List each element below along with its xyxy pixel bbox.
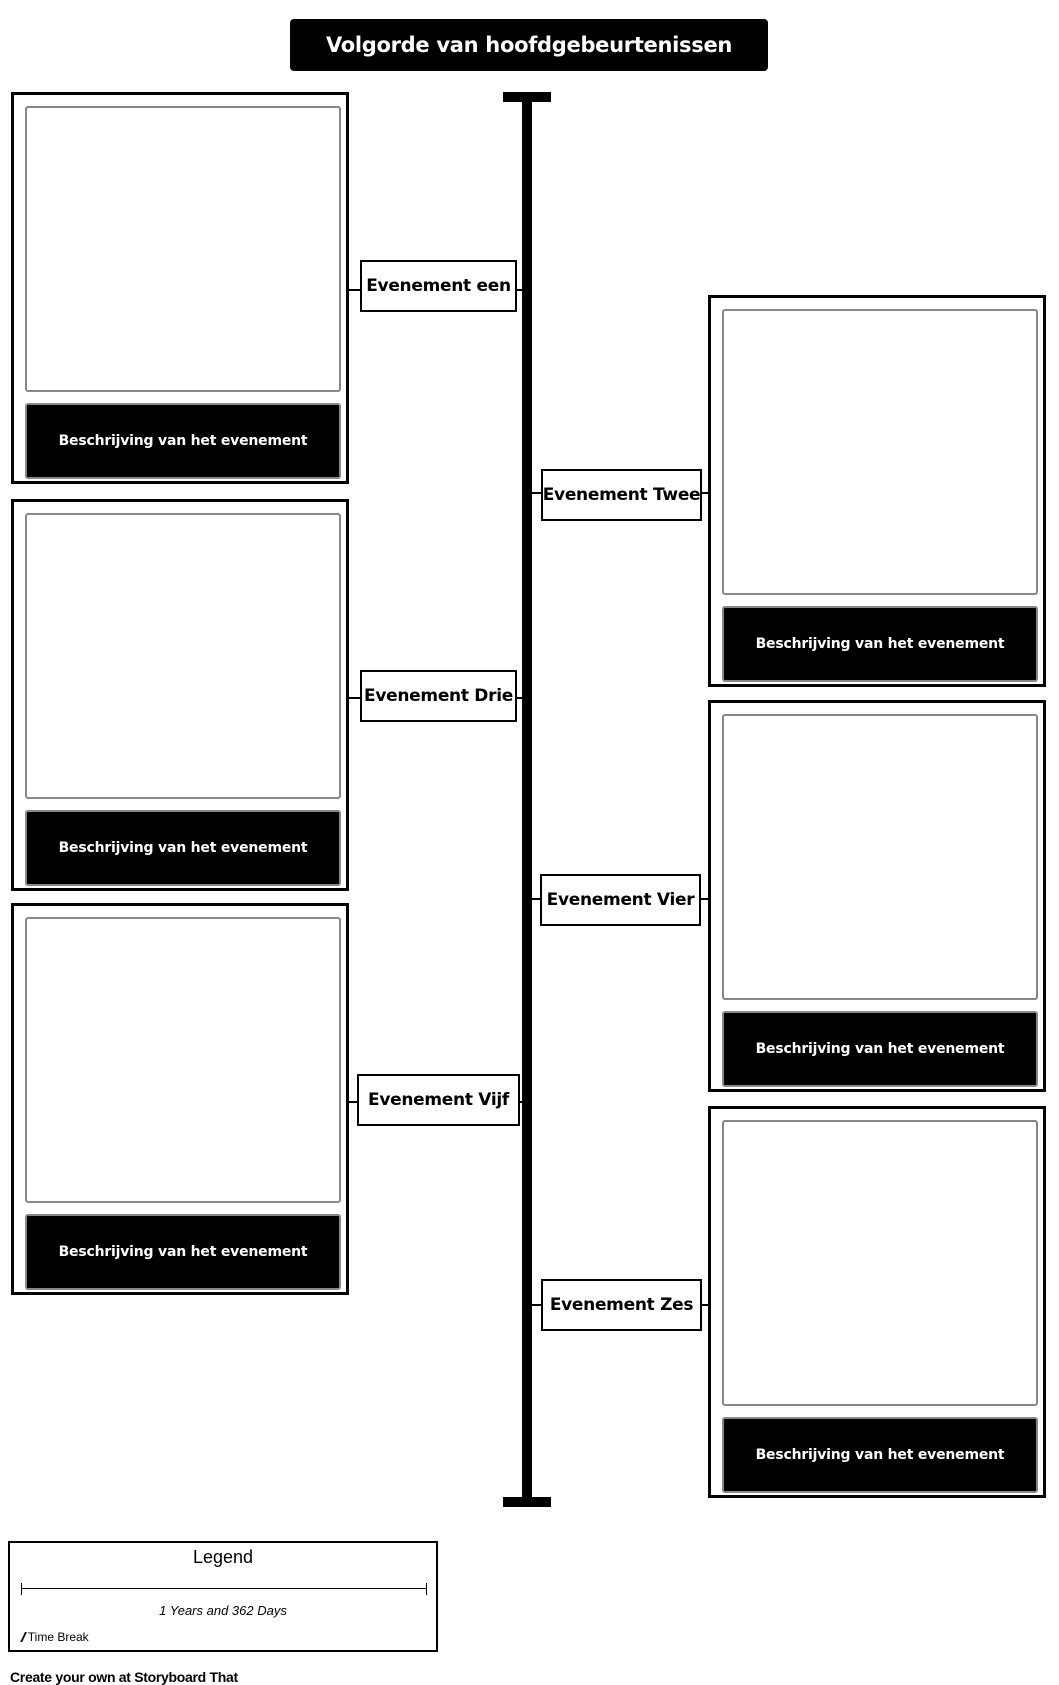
- legend-title: Legend: [192, 1547, 254, 1567]
- event-label-1[interactable]: Evenement een: [360, 260, 517, 312]
- legend: Legend 1 Years and 362 Days // Time Brea…: [8, 1541, 438, 1652]
- event-label-2[interactable]: Evenement Twee: [541, 469, 702, 521]
- event-connector: [518, 1101, 524, 1103]
- event-image-placeholder[interactable]: [722, 714, 1038, 1000]
- event-description[interactable]: Beschrijving van het evenement: [25, 1214, 341, 1290]
- timeline-start-cap: [503, 92, 551, 102]
- timeline-axis: [522, 93, 532, 1505]
- event-connector: [700, 898, 709, 900]
- event-card-4: Beschrijving van het evenement: [708, 700, 1046, 1092]
- event-connector: [531, 492, 543, 494]
- legend-duration: 1 Years and 362 Days: [159, 1603, 287, 1618]
- event-connector: [701, 1304, 709, 1306]
- event-image-placeholder[interactable]: [722, 1120, 1038, 1406]
- event-description[interactable]: Beschrijving van het evenement: [25, 810, 341, 886]
- timeline-end-cap: [503, 1497, 551, 1507]
- event-description[interactable]: Beschrijving van het evenement: [722, 1011, 1038, 1087]
- event-description[interactable]: Beschrijving van het evenement: [722, 606, 1038, 682]
- legend-scale-bar: [21, 1583, 427, 1595]
- event-label-5[interactable]: Evenement Vijf: [357, 1074, 520, 1126]
- page-title: Volgorde van hoofdgebeurtenissen: [290, 19, 768, 71]
- event-connector: [349, 1101, 359, 1103]
- event-card-1: Beschrijving van het evenement: [11, 92, 349, 484]
- event-connector: [516, 697, 524, 699]
- event-label-4[interactable]: Evenement Vier: [540, 874, 701, 926]
- event-label-3[interactable]: Evenement Drie: [360, 670, 517, 722]
- event-image-placeholder[interactable]: [722, 309, 1038, 595]
- event-image-placeholder[interactable]: [25, 513, 341, 799]
- event-description[interactable]: Beschrijving van het evenement: [25, 403, 341, 479]
- event-connector: [516, 289, 524, 291]
- legend-scale-line: [21, 1588, 427, 1589]
- event-image-placeholder[interactable]: [25, 106, 341, 392]
- event-connector: [349, 289, 361, 291]
- event-connector: [531, 1304, 543, 1306]
- event-card-3: Beschrijving van het evenement: [11, 499, 349, 891]
- event-connector: [701, 492, 709, 494]
- legend-scale-tick-end: [426, 1583, 427, 1595]
- footer-credit[interactable]: Create your own at Storyboard That: [10, 1669, 238, 1685]
- event-image-placeholder[interactable]: [25, 917, 341, 1203]
- event-card-6: Beschrijving van het evenement: [708, 1106, 1046, 1498]
- event-connector: [531, 898, 543, 900]
- time-break-icon: //: [21, 1629, 25, 1645]
- time-break-label: Time Break: [27, 1630, 89, 1644]
- event-description[interactable]: Beschrijving van het evenement: [722, 1417, 1038, 1493]
- event-card-5: Beschrijving van het evenement: [11, 903, 349, 1295]
- legend-time-break: // Time Break: [21, 1629, 89, 1645]
- legend-scale-tick-start: [21, 1583, 22, 1595]
- event-card-2: Beschrijving van het evenement: [708, 295, 1046, 687]
- event-label-6[interactable]: Evenement Zes: [541, 1279, 702, 1331]
- event-connector: [349, 697, 361, 699]
